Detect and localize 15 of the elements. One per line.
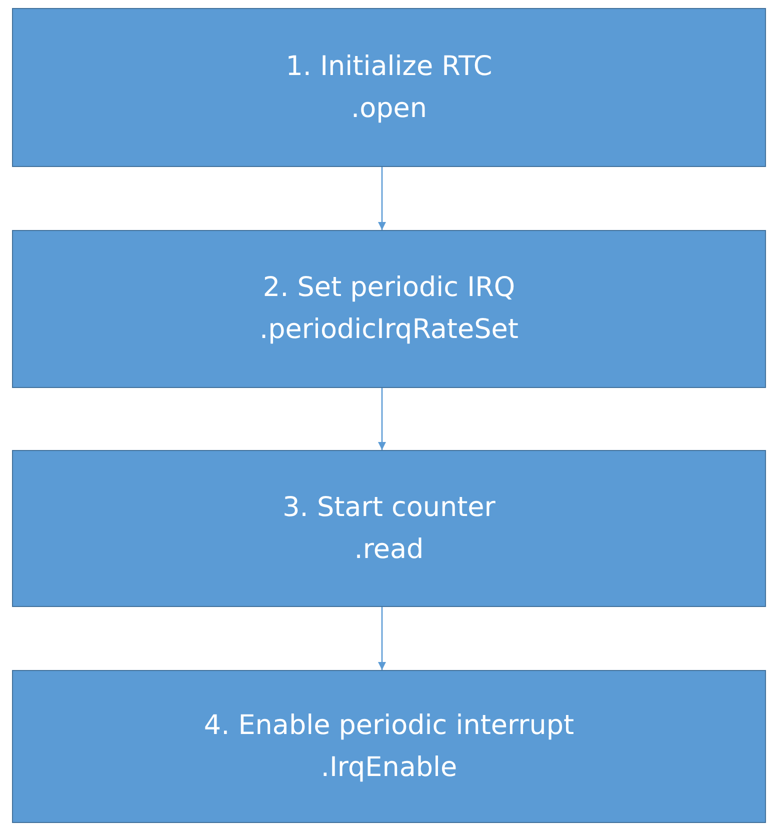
- method-name: .periodicIrqRateSet: [260, 313, 518, 347]
- process-box: [12, 670, 766, 823]
- step-title: 4. Enable periodic interrupt: [204, 708, 574, 742]
- method-name: .IrqEnable: [320, 750, 458, 784]
- step-title: 3. Start counter: [282, 490, 496, 524]
- process-box: [12, 450, 766, 607]
- step-title: 2. Set periodic IRQ: [262, 271, 516, 305]
- method-name: .read: [354, 532, 424, 566]
- step-title: 1. Initialize RTC: [286, 50, 492, 84]
- process-box: [12, 8, 766, 167]
- process-box: [12, 230, 766, 388]
- arrow: [378, 388, 386, 450]
- arrow: [378, 167, 386, 230]
- method-name: .open: [351, 92, 427, 126]
- arrow: [378, 607, 386, 670]
